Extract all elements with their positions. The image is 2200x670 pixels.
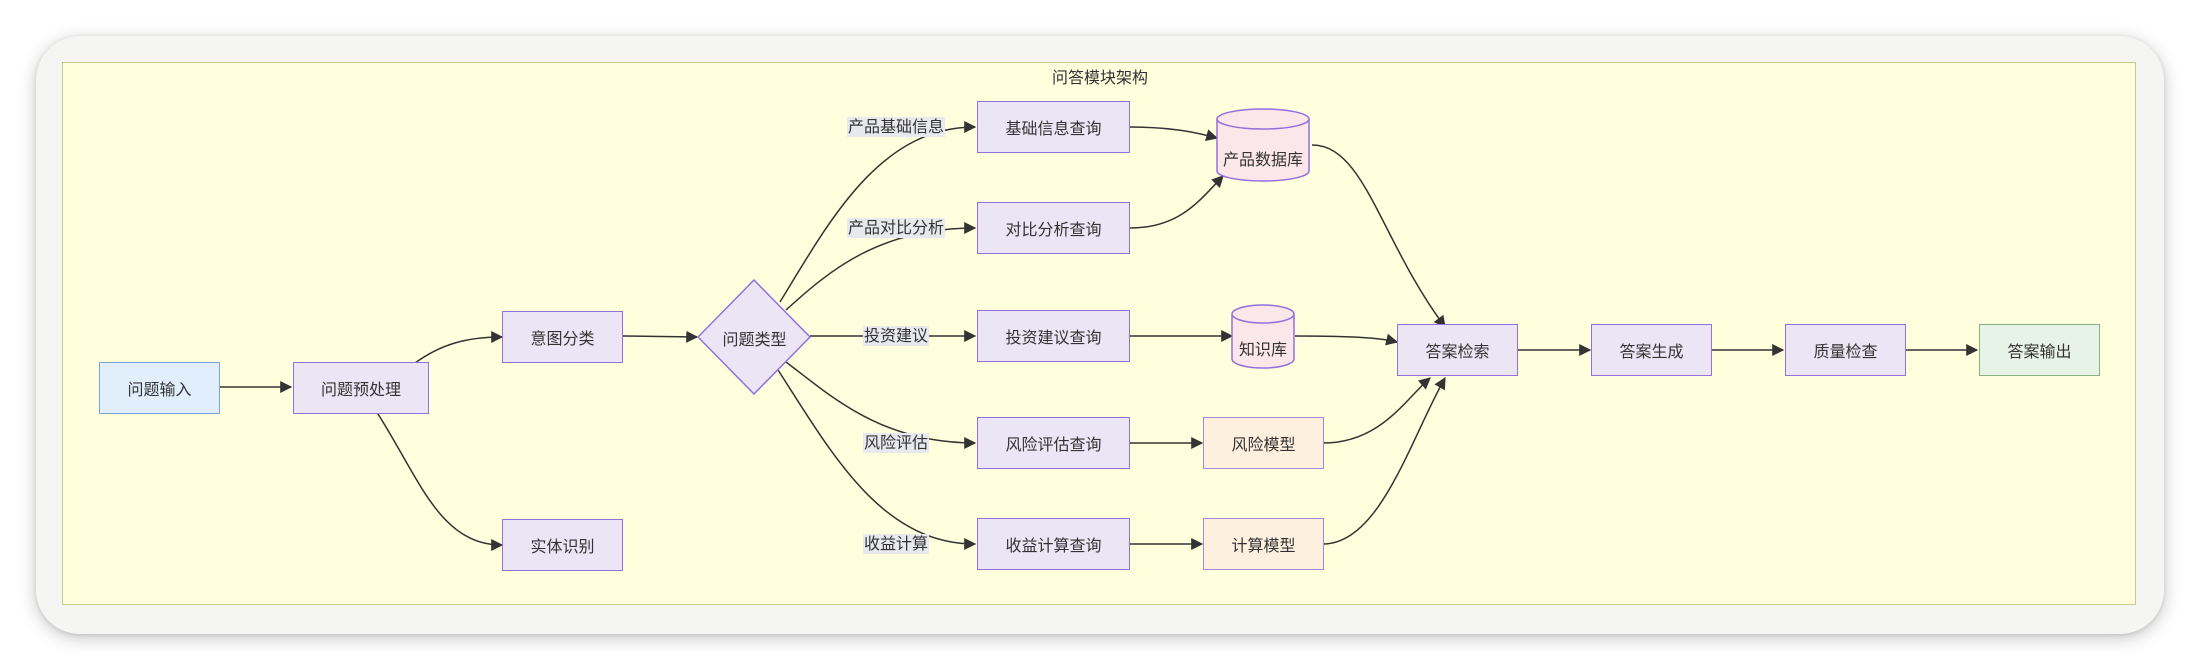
edge-qtype-return	[777, 369, 977, 550]
node-product-db-cylinder	[1216, 108, 1310, 182]
node-return-query: 收益计算查询	[977, 518, 1130, 570]
edge-preprocess-entity	[377, 413, 504, 551]
node-preprocess: 问题预处理	[293, 362, 429, 414]
node-entity: 实体识别	[502, 519, 623, 571]
edge-qtype-risk	[785, 361, 977, 449]
node-invest-query: 投资建议查询	[977, 310, 1130, 362]
node-answer-retrieval: 答案检索	[1397, 324, 1518, 376]
node-risk-query: 风险评估查询	[977, 417, 1130, 469]
node-qtype-decision	[697, 279, 812, 395]
edge-label-basic: 产品基础信息	[847, 117, 946, 137]
edge-label-invest: 投资建议	[863, 326, 930, 346]
node-answer-gen: 答案生成	[1591, 324, 1712, 376]
edge-qtype-compare	[785, 222, 977, 311]
node-knowledge-base-cylinder	[1231, 304, 1295, 369]
node-calc-model: 计算模型	[1203, 518, 1324, 570]
node-compare-query: 对比分析查询	[977, 202, 1130, 254]
edge-productdb-retrieval	[1311, 144, 1446, 328]
subgraph-title: 问答模块架构	[1051, 68, 1148, 87]
edge-kb-retrieval	[1294, 333, 1399, 346]
edge-label-risk: 风险评估	[863, 433, 930, 453]
node-answer-output: 答案输出	[1979, 324, 2100, 376]
node-risk-model: 风险模型	[1203, 417, 1324, 469]
edge-qtype-basic	[779, 121, 977, 303]
node-knowledge-base-label: 知识库	[1238, 340, 1287, 359]
node-quality-check: 质量检查	[1785, 324, 1906, 376]
edge-label-compare: 产品对比分析	[847, 218, 946, 238]
node-product-db-label: 产品数据库	[1222, 150, 1303, 169]
edge-label-return: 收益计算	[863, 534, 930, 554]
edge-compare-productdb	[1129, 175, 1224, 229]
node-basic-query: 基础信息查询	[977, 101, 1130, 153]
edge-intent-qtype	[622, 330, 699, 343]
edge-preprocess-intent	[414, 331, 504, 364]
edge-riskmodel-retrieval	[1322, 377, 1431, 444]
edge-basic-productdb	[1129, 126, 1219, 141]
node-intent: 意图分类	[502, 311, 623, 363]
node-question-input: 问题输入	[99, 362, 220, 414]
edge-calcmodel-retrieval	[1322, 376, 1446, 545]
node-qtype-label: 问题类型	[722, 330, 787, 349]
